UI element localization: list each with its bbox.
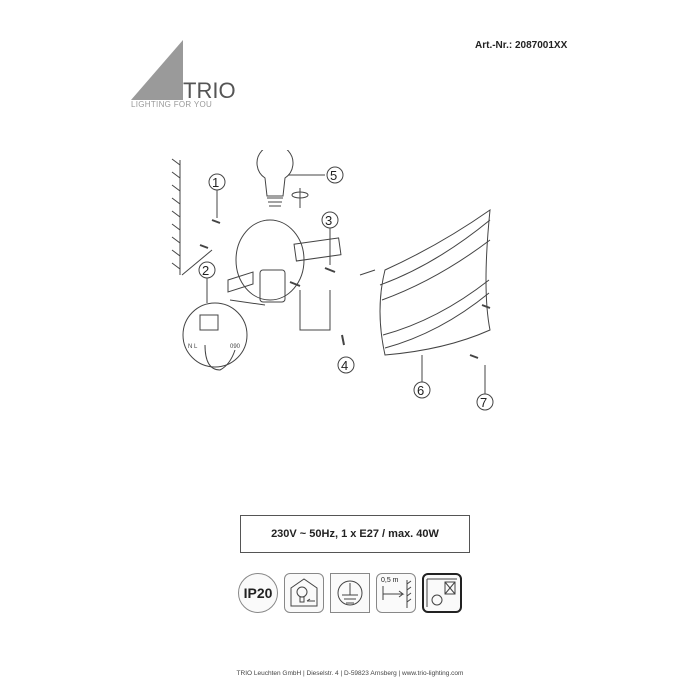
logo-wordmark: TRIO — [183, 78, 236, 103]
svg-text:1: 1 — [212, 175, 219, 190]
mounting-plate — [181, 219, 342, 331]
glass-shade — [359, 208, 491, 356]
svg-text:2: 2 — [202, 263, 209, 278]
article-number: Art.-Nr.: 2087001XX — [475, 40, 568, 51]
svg-text:3: 3 — [325, 213, 332, 228]
assembly-diagram: N L 090 1 2 3 4 5 6 7 — [171, 150, 494, 411]
callout-3: 3 — [321, 211, 339, 265]
callout-7: 7 — [476, 365, 494, 411]
callout-1: 1 — [208, 173, 226, 218]
bulb-drawing — [256, 150, 325, 208]
no-ceiling-mount-icon — [422, 573, 462, 613]
wiring-detail: N L 090 — [182, 299, 266, 371]
svg-text:6: 6 — [417, 383, 424, 398]
wall-hatching — [171, 158, 181, 275]
callouts: 1 2 3 4 5 6 7 — [198, 166, 494, 411]
logo-tagline: LIGHTING FOR YOU — [131, 100, 213, 109]
screws — [199, 219, 491, 359]
callout-2: 2 — [198, 261, 216, 303]
svg-text:5: 5 — [330, 168, 337, 183]
footer-address: TRIO Leuchten GmbH | Dieselstr. 4 | D-59… — [236, 670, 464, 677]
trio-logo-triangle — [131, 40, 183, 100]
electrical-specs: 230V ~ 50Hz, 1 x E27 / max. 40W — [240, 515, 470, 553]
protective-earth-icon — [330, 573, 370, 613]
svg-text:4: 4 — [341, 358, 348, 373]
svg-text:090: 090 — [230, 344, 241, 350]
svg-text:N L: N L — [188, 344, 198, 350]
callout-6: 6 — [413, 355, 431, 399]
ip20-icon: IP20 — [238, 573, 278, 613]
callout-4: 4 — [337, 356, 355, 374]
callout-5: 5 — [326, 166, 344, 184]
safety-icons: IP20 0,5 m — [238, 573, 462, 613]
min-distance-icon: 0,5 m — [376, 573, 416, 613]
indoor-bulb-icon — [284, 573, 324, 613]
svg-text:7: 7 — [480, 395, 487, 410]
